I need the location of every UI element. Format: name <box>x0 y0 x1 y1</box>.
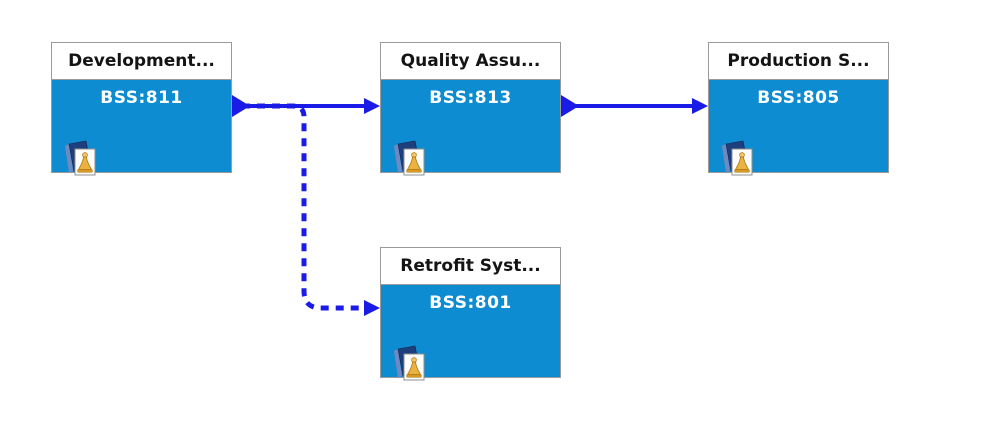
route-development-to-retrofit[interactable] <box>242 103 380 316</box>
system-id: BSS:811 <box>100 88 183 108</box>
node-quality-assurance[interactable]: Quality Assu... BSS:813 <box>380 42 561 176</box>
node-title: Retrofit Syst... <box>381 248 560 285</box>
node-body: BSS:811 <box>52 88 231 180</box>
system-icon <box>394 140 425 176</box>
node-production[interactable]: Production S... BSS:805 <box>708 42 889 176</box>
system-id: BSS:805 <box>757 88 840 108</box>
system-icon <box>65 140 96 176</box>
system-icon <box>394 345 425 381</box>
node-title: Development... <box>52 43 231 80</box>
node-development[interactable]: Development... BSS:811 <box>51 42 232 176</box>
system-icon <box>722 140 753 176</box>
system-id: BSS:813 <box>429 88 512 108</box>
node-body: BSS:801 <box>381 293 560 385</box>
route-quality-to-production[interactable] <box>561 95 708 117</box>
node-title: Quality Assu... <box>381 43 560 80</box>
node-title: Production S... <box>709 43 888 80</box>
node-retrofit[interactable]: Retrofit Syst... BSS:801 <box>380 247 561 381</box>
node-body: BSS:805 <box>709 88 888 180</box>
system-id: BSS:801 <box>429 293 512 313</box>
node-body: BSS:813 <box>381 88 560 180</box>
